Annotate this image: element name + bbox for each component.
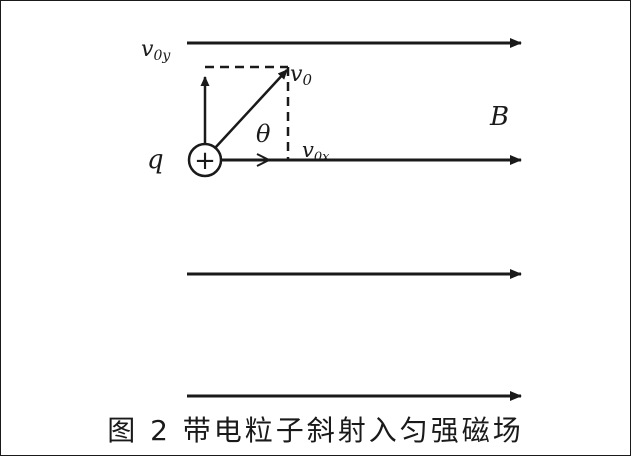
charged-particle [187,142,223,178]
figure-caption: 图 2 带电粒子斜射入匀强磁场 [107,414,524,447]
label-v0x: v0x [302,138,330,165]
field-line-2-mid-arrow [256,153,272,167]
label-v0y: v0y [141,37,171,64]
v0-vector [214,69,288,149]
label-v0: v0 [290,62,312,89]
label-v0-main: v [290,62,303,87]
label-v0-sub: 0 [302,71,312,89]
label-v0x-main: v [302,138,314,162]
charge-sign: + [194,146,216,176]
component-dashed-lines [205,65,290,160]
field-lines [187,38,522,401]
label-v0y-main: v [141,37,154,62]
label-theta: θ [256,120,271,148]
label-v0y-sub: 0y [153,48,171,64]
label-B: B [489,102,509,132]
label-q: q [147,145,164,175]
label-v0x-sub: 0x [314,150,330,165]
